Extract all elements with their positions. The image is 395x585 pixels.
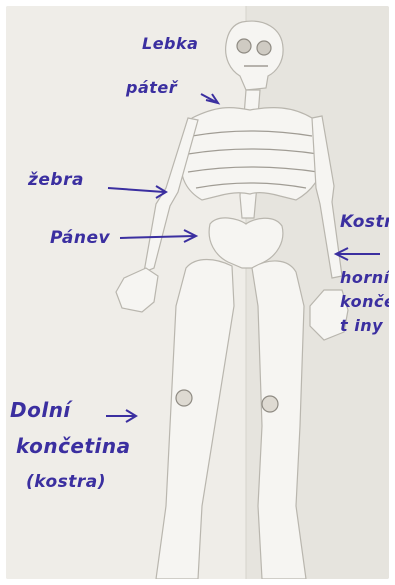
label-panev: Pánev (50, 228, 110, 248)
label-kostra-2: horní (340, 268, 389, 287)
skeleton-photo: Lebka páteř žebra Pánev Kostra horní kon… (6, 6, 389, 579)
label-lebka: Lebka (142, 34, 198, 53)
label-kostra-4: t iny (340, 316, 383, 335)
label-zebra: žebra (28, 170, 84, 190)
label-kostra-3: konče (340, 292, 389, 311)
photo-scene (6, 6, 389, 579)
left-kneecap (176, 390, 192, 406)
label-dolni-2: končetina (16, 434, 131, 458)
ribcage (181, 108, 322, 200)
label-kostra-1: Kostra (340, 212, 389, 232)
label-pater: páteř (126, 78, 177, 97)
right-kneecap (262, 396, 278, 412)
skull-eye-right (257, 41, 271, 55)
label-dolni-3: (kostra) (26, 472, 106, 492)
skull-eye-left (237, 39, 251, 53)
label-dolni-1: Dolní (10, 398, 71, 422)
